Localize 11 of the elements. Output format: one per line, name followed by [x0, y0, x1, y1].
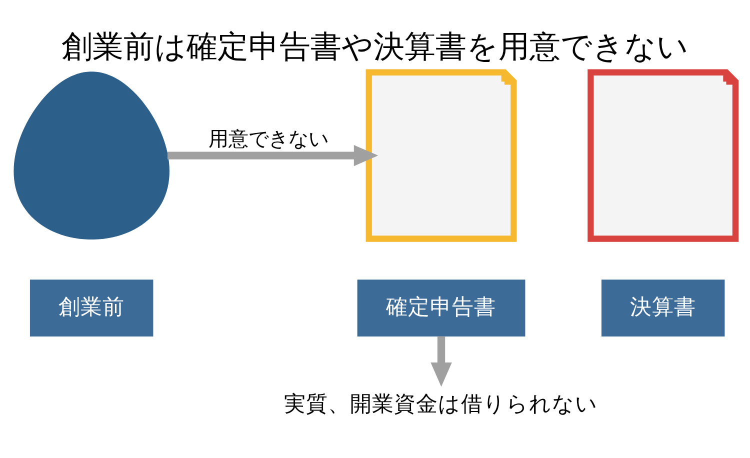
arrow	[167, 144, 378, 166]
node-box: 決算書	[601, 279, 725, 336]
diagram-title: 創業前は確定申告書や決算書を用意できない	[62, 28, 689, 64]
node-text: 実質、開業資金は借りられない	[284, 391, 598, 416]
node-box: 確定申告書	[357, 279, 526, 336]
node-box: 創業前	[30, 279, 154, 336]
node-person	[14, 71, 170, 240]
arrow	[430, 336, 452, 386]
node-picture	[366, 68, 517, 242]
node-picture	[588, 68, 739, 242]
edge-label: 用意できない	[208, 126, 329, 150]
